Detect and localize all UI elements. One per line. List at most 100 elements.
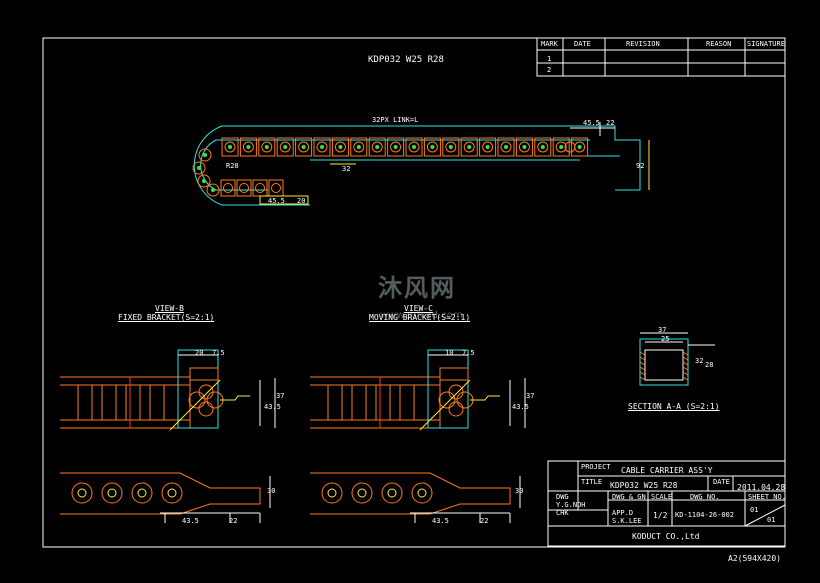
- chain-link-center: [504, 145, 508, 149]
- chain-link-plate: [442, 137, 460, 157]
- chain-link-plate: [258, 137, 276, 157]
- dim-box-bottom: [259, 195, 309, 205]
- dim-92: 92: [636, 162, 645, 170]
- chain-link-pin-bottom: [239, 183, 249, 193]
- chain-link-pin: [390, 141, 402, 153]
- chain-link-plate: [276, 137, 294, 157]
- fixed-bracket-slot: [189, 367, 219, 381]
- c-dim-22-bottom: 22: [480, 517, 489, 525]
- b-dim-43-5-bottom: 43.5: [182, 517, 199, 525]
- chain-link-pin: [279, 141, 291, 153]
- chain-link-plate-bottom: [220, 179, 236, 197]
- chain-link-plate: [405, 137, 423, 157]
- chain-link-plate: [368, 137, 386, 157]
- chain-link-center: [577, 145, 582, 149]
- chain-link-plate: [331, 137, 349, 157]
- chain-link-plate: [497, 137, 515, 157]
- bend-link: [198, 148, 212, 162]
- section-hatch: [639, 361, 646, 366]
- chain-link-plate-bottom: [236, 179, 252, 197]
- section-outer: [639, 338, 689, 386]
- moving-bracket-side-pin-inner: [327, 488, 337, 498]
- link-label: 32PX LINK=L: [372, 116, 419, 124]
- rev-header-signature: SIGNATURE: [747, 40, 785, 48]
- b-dim-7-5: 7.5: [212, 349, 225, 357]
- fixed-bracket-side-pin-inner: [107, 488, 117, 498]
- paper-size: A2(594X420): [728, 554, 781, 563]
- dim-32: 32: [342, 165, 351, 173]
- moving-bracket-side-pin: [321, 482, 343, 504]
- section-inner: [644, 349, 684, 381]
- chain-link-plate: [423, 137, 441, 157]
- section-hatch: [639, 356, 646, 361]
- moving-bracket-side-pin-inner: [387, 488, 397, 498]
- chain-link-center: [264, 145, 269, 149]
- fixed-bracket-link: [149, 384, 165, 421]
- moving-bracket-link: [399, 384, 415, 421]
- chain-link-center: [485, 145, 490, 149]
- chain-link-pin: [482, 141, 494, 153]
- c-dim-43-5-bottom: 43.5: [432, 517, 449, 525]
- fixed-bracket-bracket-box: [177, 349, 219, 429]
- tb-drawn-label: DWG: [556, 493, 569, 501]
- fixed-bracket-hole: [198, 384, 214, 400]
- section-hatch: [682, 366, 689, 371]
- bend-link: [197, 174, 211, 188]
- moving-bracket-body: [310, 376, 441, 429]
- drawing-title: KDP032 W25 R28: [368, 55, 444, 65]
- moving-bracket-side-pin-inner: [357, 488, 367, 498]
- chain-link-pin: [426, 141, 438, 153]
- fixed-bracket-side-pin-inner: [167, 488, 177, 498]
- fixed-bracket-side-pin: [131, 482, 153, 504]
- carrier-bend-outer: [193, 125, 310, 206]
- tb-date-value: 2011.04.28: [737, 483, 786, 492]
- section-hatch: [682, 351, 689, 356]
- fixed-bracket-hole: [198, 401, 214, 417]
- chain-link-pin: [537, 141, 549, 153]
- moving-bracket-dim-diag: [419, 379, 471, 431]
- fixed-bracket-dim-diag: [169, 379, 221, 431]
- end-link: [564, 141, 576, 153]
- chain-link-pin: [316, 141, 328, 153]
- chain-link-pin: [334, 141, 346, 153]
- tb-chk-label: CHK: [556, 509, 569, 517]
- fixed-bracket-link: [101, 384, 117, 421]
- tb-date-label: DATE: [713, 478, 730, 486]
- section-hatch: [639, 376, 646, 381]
- tb-dwgno-label: DWG NO.: [690, 493, 720, 501]
- chain-link-plate: [387, 137, 405, 157]
- revision-table: [536, 37, 786, 77]
- tb-title-value: KDP032 W25 R28: [610, 481, 678, 490]
- bend-link-center: [211, 188, 215, 192]
- fixed-bracket-side-pin: [101, 482, 123, 504]
- tb-sheet-value: 01: [750, 506, 759, 514]
- bend-link-center: [203, 153, 207, 157]
- section-hatch: [639, 371, 646, 376]
- chain-link-center: [228, 145, 232, 149]
- moving-bracket-link: [351, 384, 367, 421]
- view-c-title: VIEW-C: [404, 304, 433, 313]
- moving-bracket-side-pin-inner: [417, 488, 427, 498]
- tb-sheet-total: 01: [767, 516, 776, 524]
- dim-45-5-bottom: 45.5: [268, 197, 285, 205]
- section-title: SECTION A-A (S=2:1): [628, 402, 720, 411]
- view-b-subtitle: FIXED BRACKET(S=2:1): [118, 313, 215, 322]
- rev-row-2: 2: [547, 66, 552, 74]
- rev-header-date: DATE: [574, 40, 591, 48]
- fixed-bracket-tab: [220, 395, 250, 401]
- b-dim-30: 30: [267, 487, 276, 495]
- moving-bracket-hole: [448, 384, 464, 400]
- b-dim-37: 37: [276, 392, 285, 400]
- moving-bracket-side: [310, 472, 511, 515]
- sec-dim-25: 25: [661, 335, 670, 343]
- moving-bracket-link: [375, 384, 391, 421]
- sec-dim-28: 28: [705, 361, 714, 369]
- tb-diag: [744, 504, 786, 527]
- moving-bracket-hole: [448, 401, 464, 417]
- chain-link-plate: [552, 137, 570, 157]
- chain-link-pin: [224, 141, 236, 153]
- chain-link-center: [467, 145, 472, 149]
- chain-link-center: [412, 145, 416, 149]
- dim-45-5-top: 45.5: [583, 119, 600, 127]
